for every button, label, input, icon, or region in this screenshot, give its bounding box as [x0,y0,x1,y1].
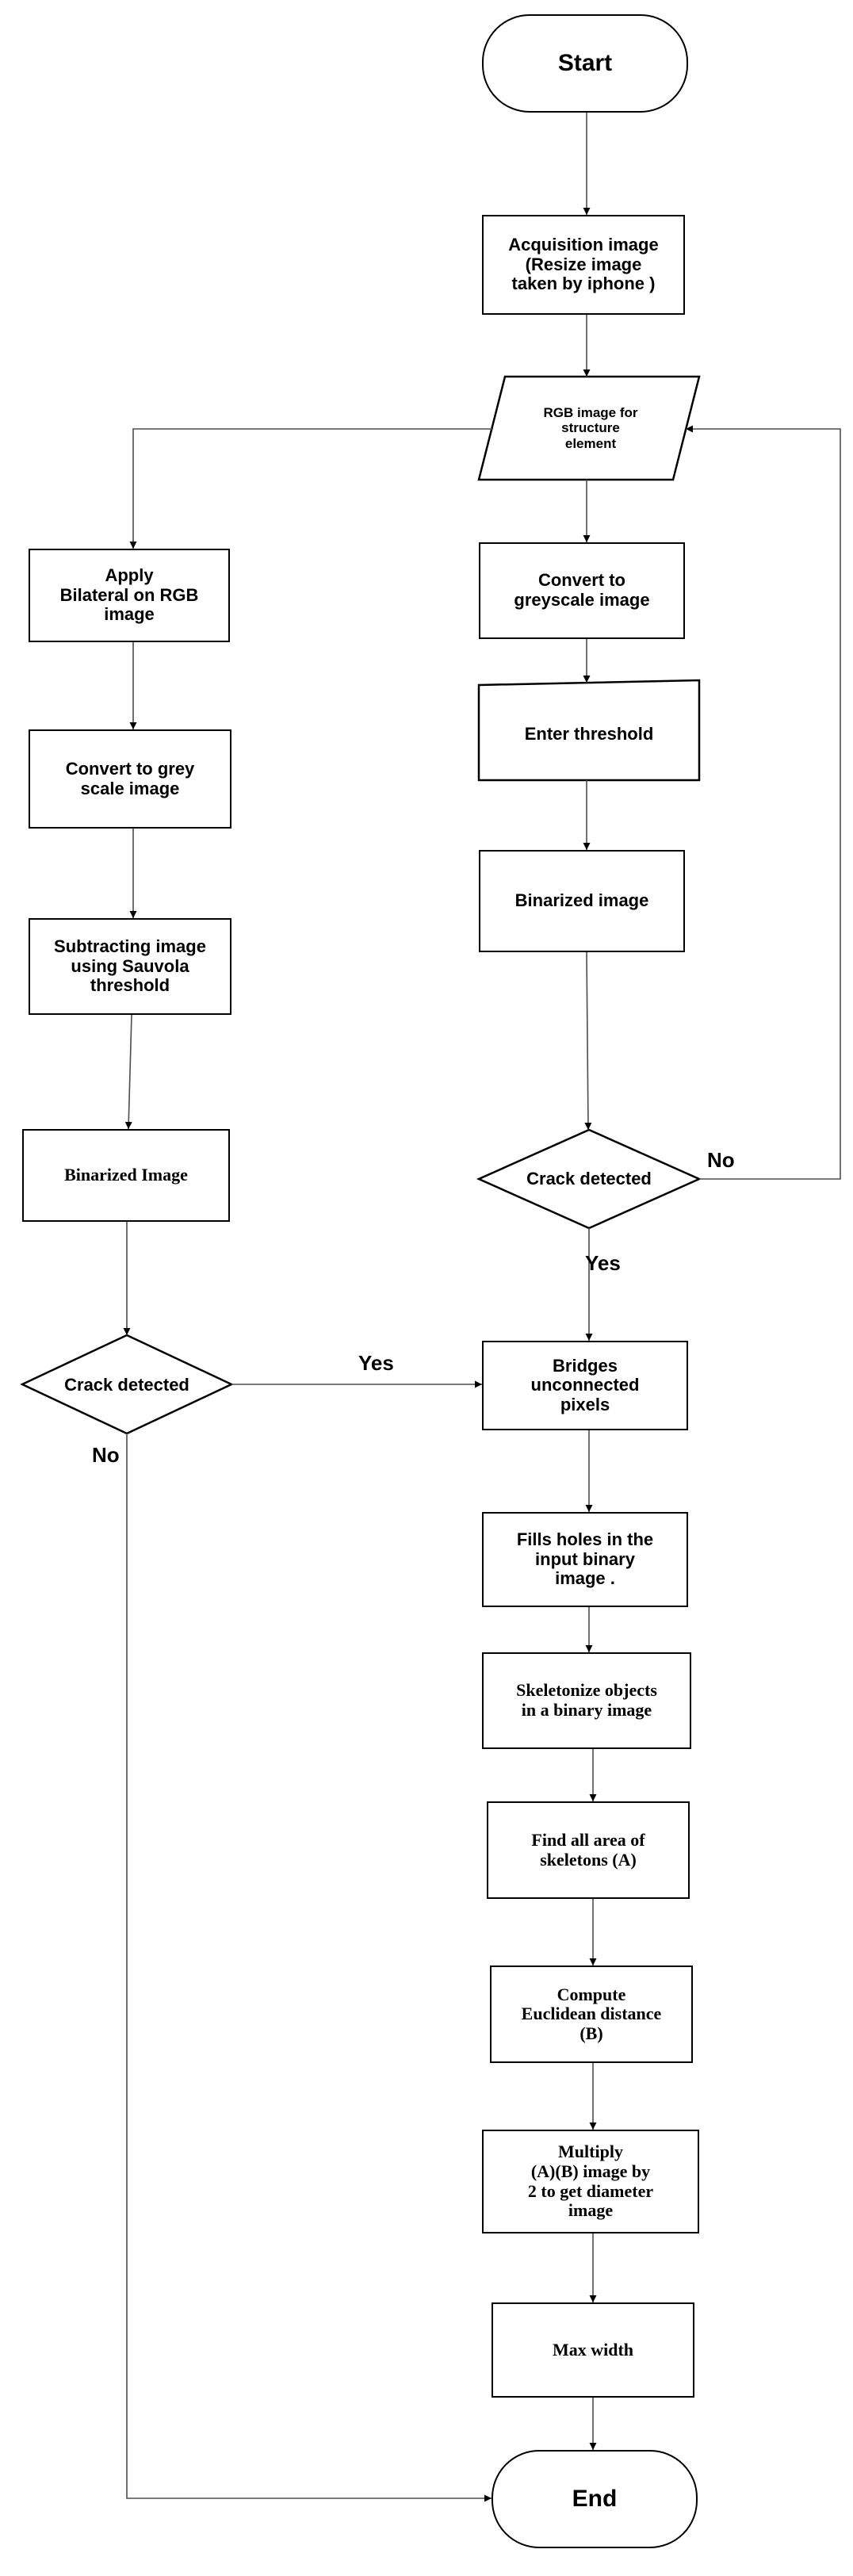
compute-euclidean-box: Compute Euclidean distance (B) [490,1965,693,2063]
crack-left-label: Crack detected [64,1374,189,1395]
find-area-box: Find all area of skeletons (A) [487,1801,690,1899]
edge-crack-left-no [126,1433,492,2502]
edge-label-left-yes: Yes [358,1351,394,1375]
edge-label-right-no: No [707,1148,735,1172]
subtracting-box: Subtracting image using Sauvola threshol… [29,918,231,1015]
rgb-input-label: RGB image for structure element [543,405,638,451]
bridges-box: Bridges unconnected pixels [482,1341,688,1430]
crack-right-label: Crack detected [526,1168,652,1188]
binarized-right-box: Binarized image [479,850,685,952]
convert-greyscale-left-box: Convert to grey scale image [29,729,231,829]
apply-bilateral-box: Apply Bilateral on RGB image [29,549,230,642]
edge-binarized-crack-right [584,951,592,1131]
convert-greyscale-right-box: Convert to greyscale image [479,542,685,639]
skeletonize-box: Skeletonize objects in a binary image [482,1652,691,1749]
rgb-input-parallelogram [477,375,701,481]
enter-threshold-manual-input [477,679,701,782]
fills-holes-box: Fills holes in the input binary image . [482,1512,688,1607]
end-node: End [492,2450,698,2548]
start-node: Start [482,14,688,113]
multiply-box: Multiply (A)(B) image by 2 to get diamet… [482,2130,699,2233]
enter-threshold-label: Enter threshold [524,723,654,744]
edge-label-right-yes: Yes [585,1251,621,1275]
max-width-box: Max width [492,2302,694,2398]
edge-rgb-bilateral [129,428,493,549]
acquisition-image-box: Acquisition image (Resize image taken by… [482,215,685,315]
binarized-left-box: Binarized Image [22,1129,230,1222]
edge-label-left-no: No [92,1443,120,1467]
edge-crack-right-no [686,425,841,1180]
edge-subtracting-binarized-left [124,1014,132,1130]
